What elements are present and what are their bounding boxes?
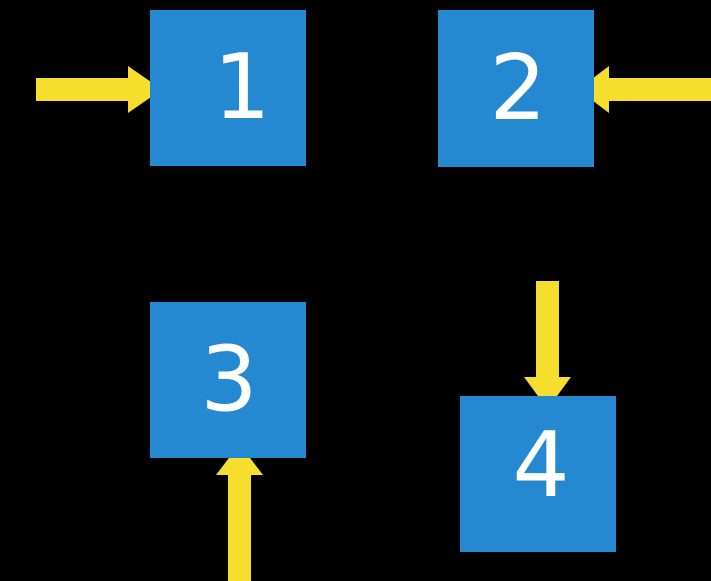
box-3[interactable]: 3 — [150, 302, 306, 458]
arrow-right-shape — [36, 66, 162, 113]
box-3-label: 3 — [200, 327, 258, 432]
box-2-label: 2 — [489, 35, 547, 141]
box-4[interactable]: 4 — [460, 396, 616, 552]
box-2[interactable]: 2 — [438, 10, 594, 167]
box-1[interactable]: 1 — [150, 10, 306, 166]
arrow-down-shape — [524, 281, 571, 409]
arrow-up-into-box-3 — [216, 444, 263, 581]
arrow-up-shape — [216, 444, 263, 581]
box-1-label: 1 — [213, 35, 271, 140]
arrow-left-shape — [578, 66, 711, 113]
arrow-right-into-box-1 — [36, 66, 162, 113]
box-4-label: 4 — [512, 413, 570, 518]
arrow-left-into-box-2 — [578, 66, 711, 113]
arrow-down-into-box-4 — [524, 281, 571, 409]
